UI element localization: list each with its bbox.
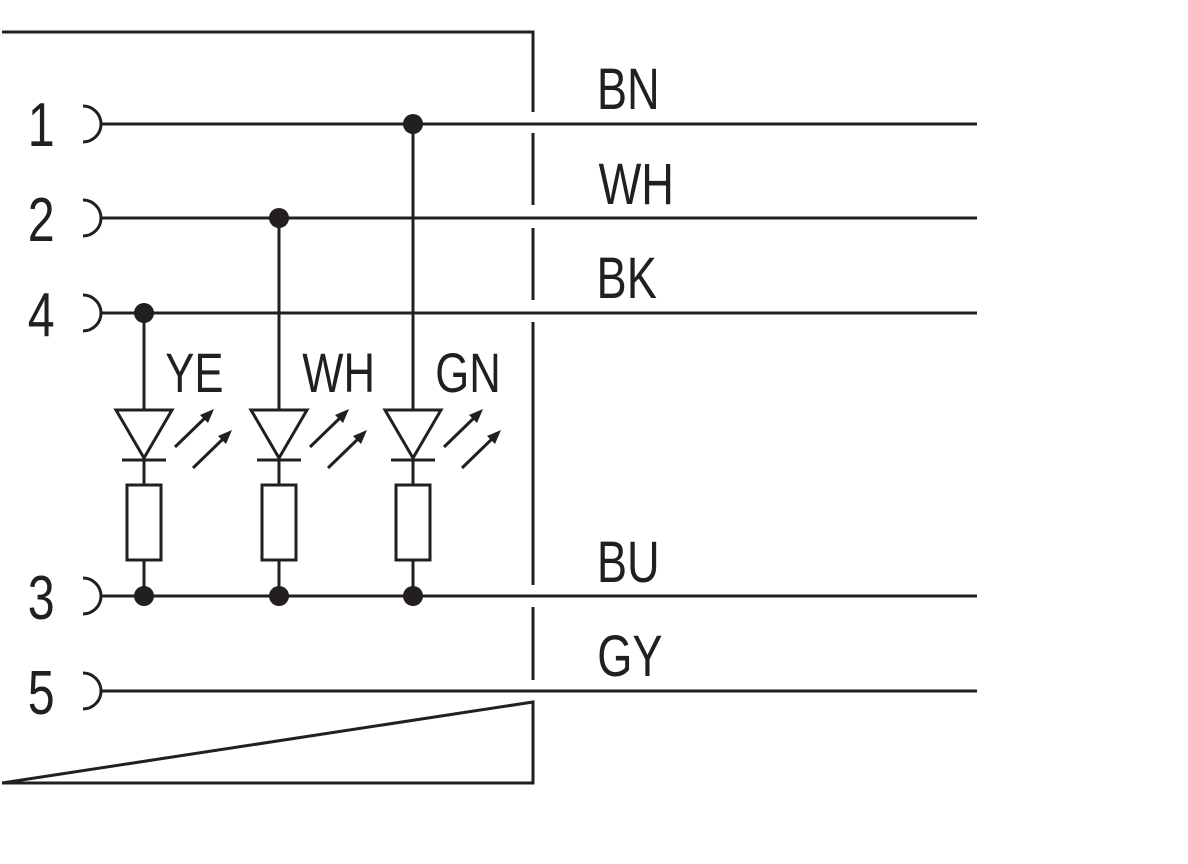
pin-5-label: 5 [28, 658, 55, 727]
connector-housing [1, 30, 535, 785]
led-label-gn: GN [435, 342, 501, 404]
junction-dots [134, 114, 423, 606]
wire-label-gy: GY [597, 625, 662, 690]
pin-4-label: 4 [28, 280, 55, 349]
junction-dot [134, 586, 154, 606]
junction-dot [403, 586, 423, 606]
pin-2-label: 2 [28, 185, 55, 254]
wire-label-bk: BK [597, 247, 658, 312]
led-diode-icon [113, 408, 175, 461]
led-branch-ye: YE [113, 313, 232, 596]
junction-dot [269, 586, 289, 606]
led-branch-wh: WH [248, 218, 375, 596]
wire-label-bu: BU [597, 531, 660, 596]
led-label-ye: YE [165, 342, 223, 404]
light-emission-arrows-icon [173, 409, 232, 470]
light-emission-arrows-icon [442, 409, 501, 470]
led-diode-icon [248, 408, 310, 461]
led-label-wh: WH [302, 342, 375, 404]
wire-label-wh: WH [599, 153, 674, 218]
junction-dot [403, 114, 423, 134]
pin-3-label: 3 [28, 563, 55, 632]
junction-dot [269, 208, 289, 228]
pin-1-label: 1 [28, 90, 55, 159]
led-diode-icon [382, 408, 444, 461]
wire-label-bn: BN [597, 58, 660, 123]
led-branch-gn: GN [382, 124, 501, 596]
junction-dot [134, 303, 154, 323]
light-emission-arrows-icon [308, 409, 367, 470]
